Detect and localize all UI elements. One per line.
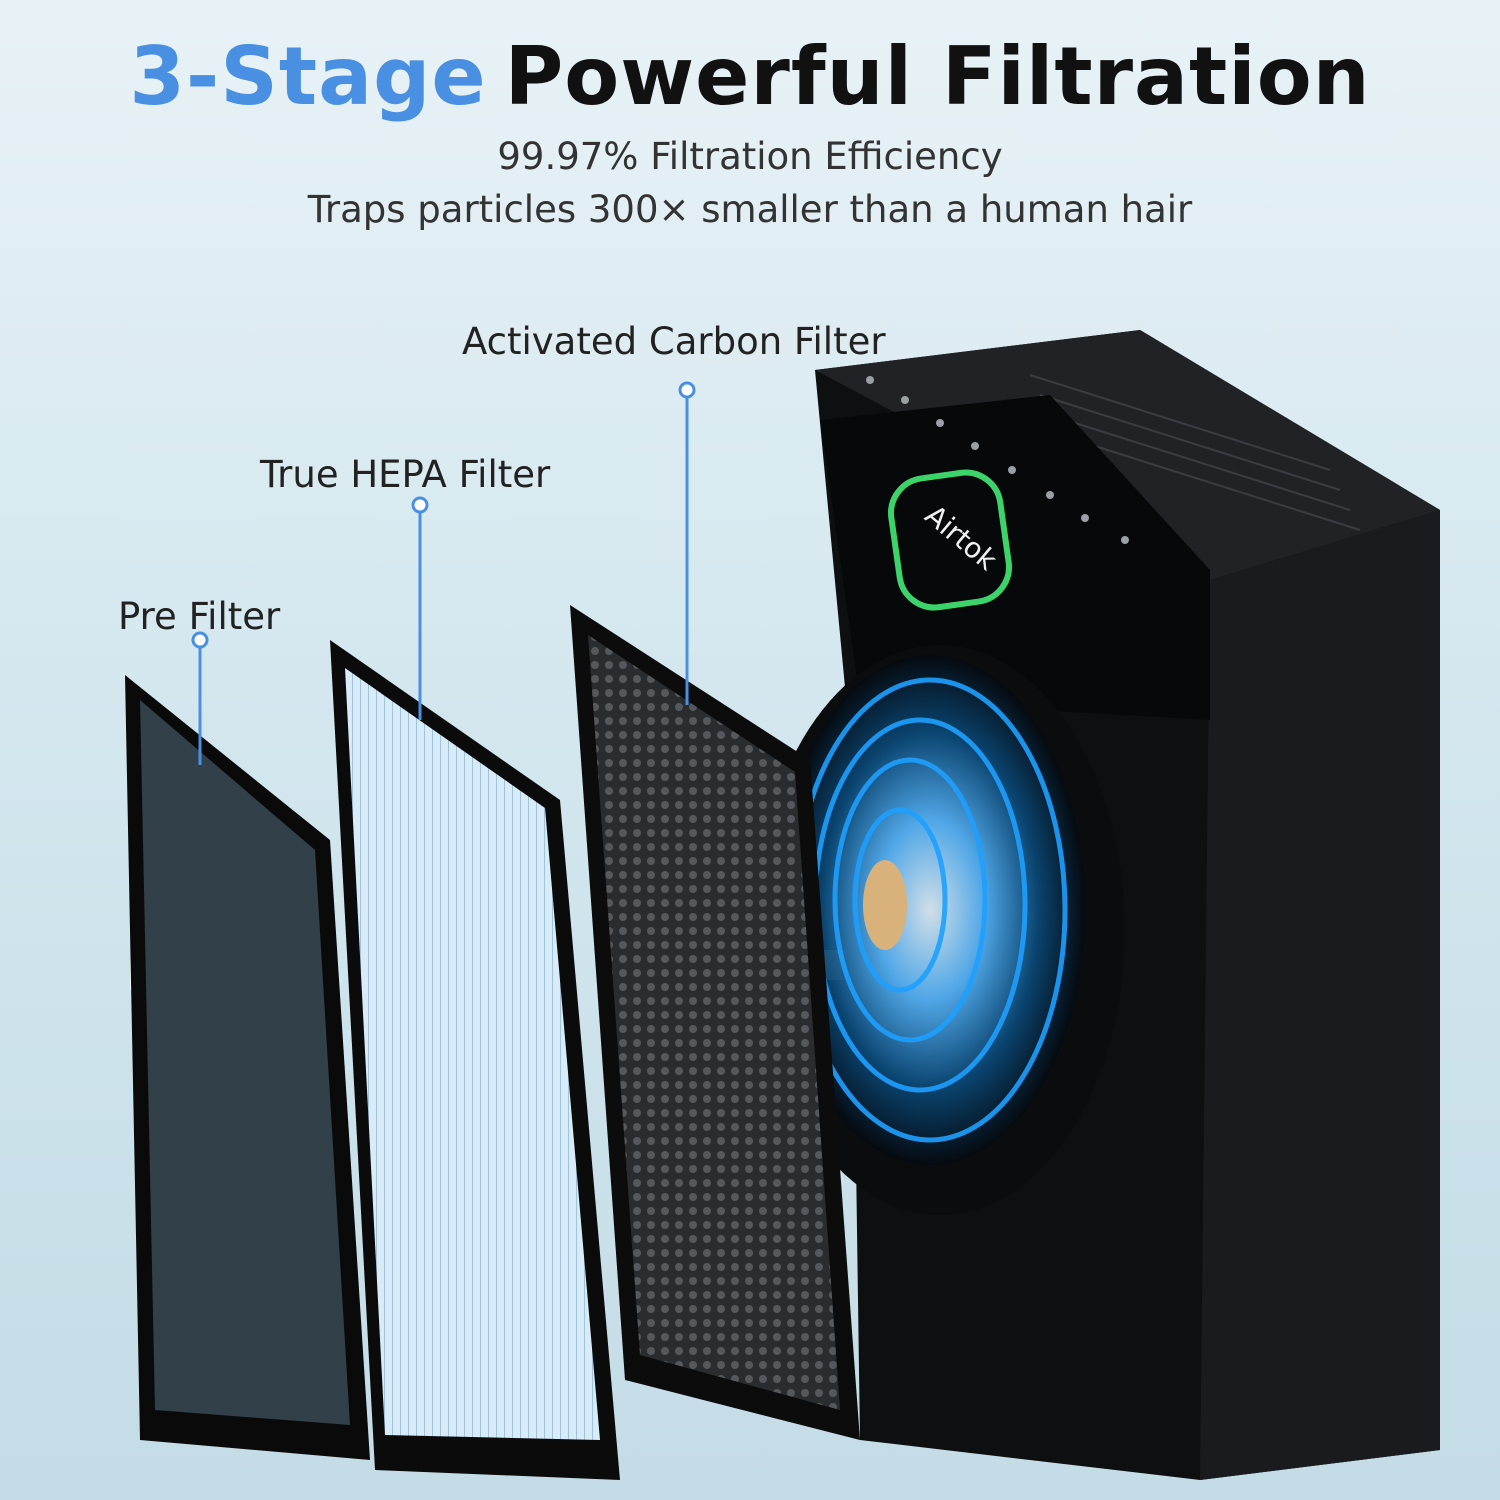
carbon-filter-panel [570, 605, 860, 1440]
label-hepa-filter: True HEPA Filter [260, 453, 551, 496]
headline-accent: 3-Stage [129, 30, 487, 123]
control-buttons [866, 376, 1129, 544]
subtitle-particles: Traps particles 300× smaller than a huma… [307, 188, 1193, 231]
fan-blower [755, 645, 1125, 1215]
hepa-filter-panel [330, 640, 620, 1480]
headline-rest: Powerful Filtration [504, 30, 1371, 123]
subtitle-efficiency: 99.97% Filtration Efficiency [497, 135, 1003, 178]
label-carbon-filter: Activated Carbon Filter [462, 320, 886, 363]
pre-filter-panel [125, 675, 370, 1460]
display-ring [888, 469, 1012, 611]
callout-lines [191, 381, 696, 765]
motor-hub [863, 860, 907, 950]
label-pre-filter: Pre Filter [118, 595, 281, 638]
